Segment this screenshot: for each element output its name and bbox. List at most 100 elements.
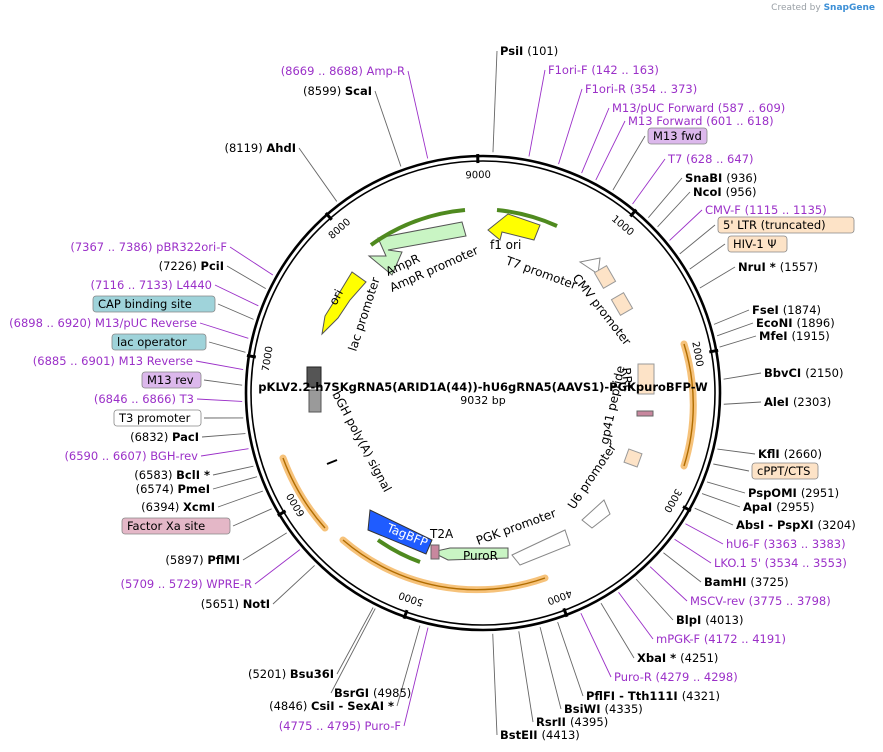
primer-label: (8669 .. 8688) Amp-R [281, 64, 405, 78]
pgk-promoter-arrow [511, 529, 571, 566]
primer-label: CMV-F (1115 .. 1135) [705, 203, 827, 217]
snapgene-credit: Created by SnapGene [771, 3, 875, 13]
connector-line [694, 507, 734, 526]
enzyme-site-label: NruI * (1557) [738, 260, 818, 274]
connector-line [648, 177, 683, 218]
feature-label-box [647, 127, 708, 145]
inner-mark [326, 459, 338, 465]
connector-line [254, 549, 301, 585]
tick-mark [246, 354, 257, 359]
enzyme-site-label: (6583) BclI * [134, 468, 210, 482]
connector-line [612, 135, 646, 191]
tick-mark [402, 609, 409, 620]
connector-line [713, 463, 750, 472]
feature-layer [279, 208, 697, 594]
green-arc-bottom [376, 538, 421, 564]
feature-label-box [92, 295, 216, 313]
rre-feature-box [637, 363, 655, 395]
tick-label: 1000 [609, 214, 636, 239]
primer-label: M13/pUC Forward (587 .. 609) [612, 101, 785, 115]
u6-promoter-arrow [581, 499, 611, 529]
primer-label: (7367 .. 7386) pBR322ori-F [70, 240, 227, 254]
connector-line [201, 433, 246, 438]
feature-label-text: lac operator [117, 335, 187, 349]
connector-line [229, 246, 274, 276]
feature-label-text: T3 promoter [118, 411, 191, 425]
feature-label-text: 5' LTR (truncated) [723, 218, 826, 232]
connector-line [719, 335, 757, 348]
feature-label-box [121, 517, 231, 535]
ltr-feature-box [593, 265, 617, 289]
connector-line [706, 481, 746, 494]
enzyme-site-label: (8119) AhdI [224, 141, 296, 155]
feature-label-text: HIV-1 Ψ [733, 237, 776, 251]
primer-label: Puro-R (4279 .. 4298) [614, 670, 738, 684]
connector-line [581, 107, 610, 174]
label-gp41: gp41 peptide [597, 364, 627, 445]
tick-label: 5000 [397, 589, 425, 608]
tick-mark [682, 505, 692, 513]
enzyme-site-label: PspOMI (2951) [748, 486, 839, 500]
connector-line [212, 476, 258, 490]
tagbfp-arrow [367, 509, 433, 555]
enzyme-site-label: MfeI (1915) [759, 329, 830, 343]
primer-label: T7 (628 .. 647) [667, 152, 754, 166]
connector-line [492, 633, 498, 736]
tick-mark [324, 212, 333, 221]
label-connectors [195, 50, 762, 736]
feature-label-box [111, 333, 207, 351]
connector-line [518, 631, 534, 723]
tick-mark [277, 509, 287, 517]
feature-label-text: M13 fwd [653, 129, 702, 143]
connector-line [699, 266, 736, 289]
feature-label-text: cPPT/CTS [757, 464, 810, 478]
green-arc-top [369, 208, 466, 247]
connector-line [600, 602, 635, 659]
enzyme-site-label: RsrII (4395) [536, 715, 608, 729]
connector-line [396, 625, 421, 707]
label-t2a: T2A [429, 527, 454, 541]
label-rre: RRE [619, 367, 635, 393]
connector-line [272, 565, 315, 605]
orange-arc-right-core [683, 343, 694, 467]
puror-arrow [430, 547, 509, 561]
connector-line [632, 158, 666, 205]
enzyme-site-label: BsiWI (4335) [564, 702, 643, 716]
enzyme-site-label: (5897) PflMI [165, 553, 240, 567]
tick-mark [629, 208, 638, 218]
connector-line [203, 379, 243, 386]
tick-label: 9000 [465, 170, 491, 182]
connector-line [649, 566, 688, 602]
connector-line [723, 372, 762, 380]
connector-line [336, 607, 374, 675]
enzyme-site-label: BstEII (4413) [500, 728, 580, 742]
feature-label-box [113, 409, 202, 427]
enzyme-site-label: (6574) PmeI [136, 482, 210, 496]
connector-line [635, 578, 674, 621]
t2a-feature-box [430, 544, 440, 560]
enzyme-site-label: (8599) ScaI [303, 84, 372, 98]
primer-label: (6885 .. 6901) M13 Reverse [33, 354, 193, 368]
backbone-outer [244, 154, 722, 632]
connector-line [492, 50, 498, 153]
connector-line [618, 592, 654, 640]
f1-ori-arrow [487, 213, 541, 241]
feature-label-box [141, 371, 202, 389]
primer-label: (6590 .. 6607) BGH-rev [64, 449, 198, 463]
feature-label-text: Factor Xa site [127, 519, 205, 533]
feature-label-text: CAP binding site [98, 297, 192, 311]
tick-mark [562, 607, 569, 618]
primer-label: (7116 .. 7133) L4440 [91, 278, 212, 292]
connector-line [217, 490, 263, 508]
plasmid-size: 9032 bp [460, 394, 505, 407]
connector-line [232, 508, 272, 527]
plasmid-name: pKLV2.2-h7SKgRNA5(ARID1A(44))-hU6gRNA5(A… [258, 380, 708, 394]
enzyme-site-label: (4846) CsiI - SexAI * [269, 699, 394, 713]
label-f1-ori: f1 ori [490, 238, 521, 252]
green-arc-top-right [496, 208, 558, 228]
enzyme-site-label: PflFI - Tth111I (4321) [586, 689, 720, 703]
feature-label-box [751, 462, 819, 480]
gp41-feature-box [636, 410, 654, 417]
enzyme-site-label: (5201) Bsu36I [248, 667, 334, 681]
primer-label: (6898 .. 6920) M13/pUC Reverse [9, 316, 197, 330]
